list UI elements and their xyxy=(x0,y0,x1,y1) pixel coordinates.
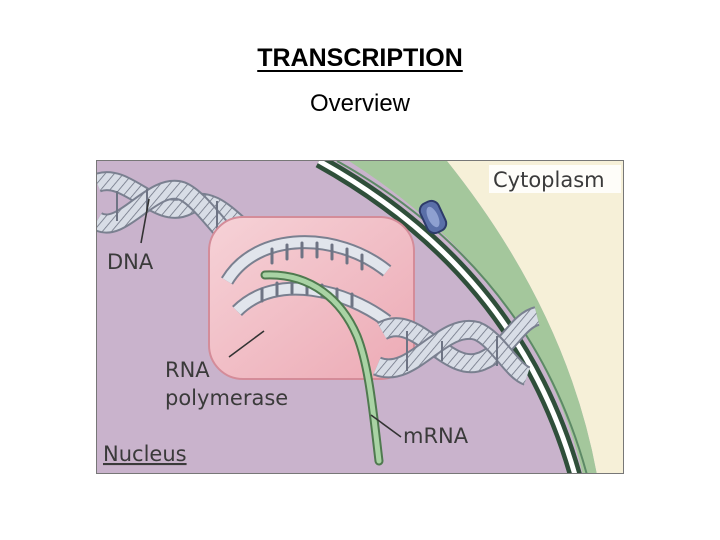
dna-helix-downstream xyxy=(373,306,541,386)
rna-polymerase-label-line1: RNA xyxy=(165,358,210,382)
slide-subtitle: Overview xyxy=(309,90,411,117)
mrna-label: mRNA xyxy=(403,424,469,448)
cytoplasm-label: Cytoplasm xyxy=(493,168,605,192)
transcription-diagram: Cytoplasm DNA RNA polymerase mRNA Nucleu… xyxy=(96,160,624,474)
dna-label: DNA xyxy=(107,250,154,274)
polymerase-leader-line xyxy=(228,330,265,358)
nuclear-pore xyxy=(418,199,448,235)
nuclear-envelope xyxy=(315,161,588,473)
cytoplasm-label-bg xyxy=(489,165,621,193)
dna-leader-line xyxy=(140,198,150,244)
rna-polymerase-label-line2: polymerase xyxy=(165,386,288,410)
mrna-leader-line xyxy=(370,414,402,438)
diagram-canvas: Cytoplasm DNA RNA polymerase mRNA Nucleu… xyxy=(97,161,623,473)
slide-title: TRANSCRIPTION xyxy=(257,44,463,72)
cytoplasm-background xyxy=(447,161,623,473)
nucleus-label: Nucleus xyxy=(103,442,187,466)
cytoplasm-region xyxy=(349,161,597,473)
